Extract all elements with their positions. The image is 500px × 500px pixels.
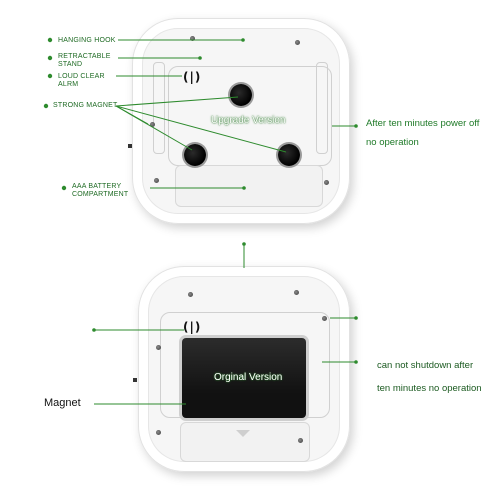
screw-icon (322, 316, 327, 321)
marker-dot (242, 242, 246, 246)
marker-dot (61, 185, 67, 191)
marker-dot (354, 360, 358, 364)
screw-icon (295, 40, 300, 45)
chevron-down-icon (236, 430, 250, 437)
marker-dot (241, 38, 245, 42)
screw-icon (190, 36, 195, 41)
callout-retractable-stand: RETRACTABLE STAND (58, 53, 111, 68)
top-stand-leg-right (316, 62, 328, 154)
top-note-line-1: After ten minutes power off (366, 118, 480, 129)
callout-strong-magnet: STRONG MAGNET (53, 102, 118, 109)
top-magnet-right (278, 144, 300, 166)
leader-magnet-side (115, 105, 149, 125)
top-side-button (128, 144, 132, 148)
marker-dot (92, 328, 96, 332)
screw-icon (294, 290, 299, 295)
bottom-version-label: Orginal Version (214, 372, 283, 383)
top-version-label: Upgrade Version (211, 115, 286, 126)
leader-magnet-center (115, 96, 239, 107)
top-magnet-left (184, 144, 206, 166)
screw-icon (156, 345, 161, 350)
screw-icon (298, 438, 303, 443)
marker-dot (354, 124, 358, 128)
screw-icon (150, 122, 155, 127)
bottom-note-line-2: ten minutes no operation (377, 383, 482, 394)
marker-dot (198, 56, 202, 60)
callout-loud-clear-alarm: LOUD CLEAR ALRM (58, 73, 105, 88)
screw-icon (324, 180, 329, 185)
bottom-lcd-screen (182, 338, 306, 418)
top-speaker-icon: (|) (183, 70, 202, 84)
bottom-battery-compartment (180, 422, 310, 462)
marker-dot (47, 37, 53, 43)
bottom-magnet-label: Magnet (44, 397, 81, 409)
marker-dot (354, 316, 358, 320)
top-timer-device (132, 18, 350, 224)
screw-icon (188, 292, 193, 297)
marker-dot (47, 73, 53, 79)
callout-hanging-hook: HANGING HOOK (58, 37, 116, 44)
leader-magnet-right (115, 105, 287, 153)
marker-dot (47, 55, 53, 61)
bottom-side-button (133, 378, 137, 382)
top-stand-leg-left (153, 62, 165, 154)
marker-dot (43, 103, 49, 109)
screw-icon (154, 178, 159, 183)
callout-aaa-battery: AAA BATTERY COMPARTMENT (72, 183, 129, 198)
top-magnet-center (230, 84, 252, 106)
bottom-speaker-icon: (|) (183, 320, 202, 334)
top-note-line-2: no operation (366, 137, 419, 148)
screw-icon (156, 430, 161, 435)
bottom-note-line-1: can not shutdown after (377, 360, 474, 371)
top-battery-compartment (175, 165, 323, 207)
marker-dot (242, 186, 246, 190)
